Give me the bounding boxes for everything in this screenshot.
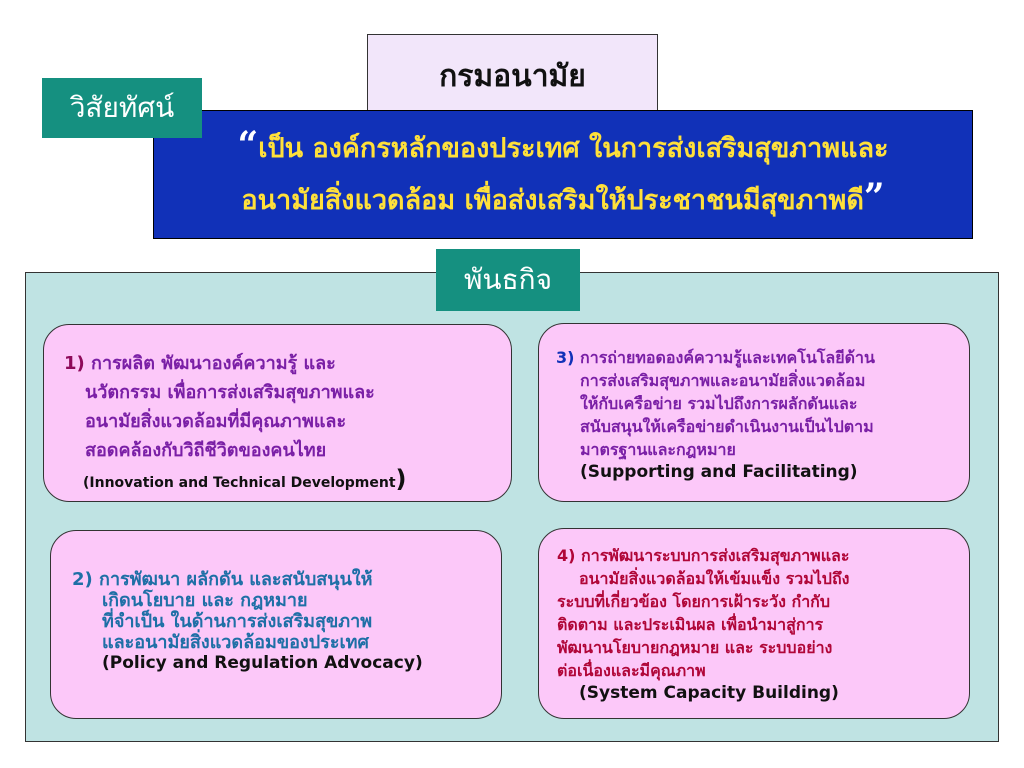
- vision-label: วิสัยทัศน์: [42, 78, 202, 138]
- vision-statement: “เป็น องค์กรหลักของประเทศ ในการส่งเสริมส…: [153, 110, 973, 239]
- open-quote: “: [237, 124, 259, 166]
- card-2-text-2: เกิดนโยบาย และ กฎหมาย: [102, 590, 308, 611]
- card-3-text-1: การถ่ายทอดองค์ความรู้และเทคโนโลยีด้าน: [580, 348, 875, 367]
- vision-text-2: องค์กรหลักของประเทศ: [312, 133, 580, 164]
- title-box: กรมอนามัย: [367, 34, 658, 114]
- card-1-text-2: นวัตกรรม เพื่อการส่งเสริมสุขภาพและ: [85, 382, 375, 403]
- card-3-text-2: การส่งเสริมสุขภาพและอนามัยสิ่งแวดล้อม: [580, 371, 866, 390]
- card-4-text-1: การพัฒนาระบบการส่งเสริมสุขภาพและ: [581, 546, 850, 565]
- card-1-text-1: การผลิต พัฒนาองค์ความรู้ และ: [91, 353, 336, 374]
- card-3-text-4: สนับสนุนให้เครือข่ายดำเนินงานเป็นไปตาม: [580, 417, 874, 436]
- card-2-line-1: 2) การพัฒนา ผลักดัน และสนับสนุนให้: [72, 569, 501, 590]
- vision-text-3: ในการส่งเสริมสุขภาพและ: [579, 133, 889, 164]
- card-3-english: (Supporting and Facilitating): [580, 462, 858, 482]
- card-2-text-3: ที่จำเป็น ในด้านการส่งเสริมสุขภาพ: [102, 611, 373, 632]
- card-4-text-3: ระบบที่เกี่ยวข้อง โดยการเฝ้าระวัง กำกับ: [557, 592, 831, 611]
- card-4-line-1: 4) การพัฒนาระบบการส่งเสริมสุขภาพและ: [557, 544, 969, 567]
- card-2-english: (Policy and Regulation Advocacy): [102, 653, 423, 673]
- card-3-text-3: ให้กับเครือข่าย รวมไปถึงการผลักดันและ: [580, 394, 858, 413]
- vision-text-4: อนามัยสิ่งแวดล้อม เพื่อส่งเสริมให้ประชาช…: [241, 185, 864, 216]
- mission-card-2: 2) การพัฒนา ผลักดัน และสนับสนุนให้ เกิดน…: [50, 530, 502, 719]
- vision-line-2: อนามัยสิ่งแวดล้อม เพื่อส่งเสริมให้ประชาช…: [154, 173, 972, 225]
- mission-card-4: 4) การพัฒนาระบบการส่งเสริมสุขภาพและ อนาม…: [538, 528, 970, 719]
- mission-card-3: 3) การถ่ายทอดองค์ความรู้และเทคโนโลยีด้าน…: [538, 323, 970, 502]
- vision-line-1: “เป็น องค์กรหลักของประเทศ ในการส่งเสริมส…: [154, 121, 972, 173]
- card-1-english-close: ): [395, 465, 407, 493]
- card-1-text-4: สอดคล้องกับวิถีชีวิตของคนไทย: [85, 440, 327, 461]
- page-title: กรมอนามัย: [439, 59, 586, 94]
- card-4-text-5: พัฒนานโยบายกฎหมาย และ ระบบอย่าง: [557, 638, 833, 657]
- vision-text-1: เป็น: [258, 133, 313, 164]
- card-3-number: 3): [556, 348, 575, 367]
- card-2-number: 2): [72, 569, 93, 590]
- card-4-text-2: อนามัยสิ่งแวดล้อมให้เข้มแข็ง รวมไปถึง: [579, 569, 850, 588]
- close-quote: ”: [863, 176, 885, 218]
- card-3-text-5: มาตรฐานและกฎหมาย: [580, 440, 736, 459]
- mission-card-1: 1) การผลิต พัฒนาองค์ความรู้ และ นวัตกรรม…: [43, 324, 512, 502]
- mission-label: พันธกิจ: [436, 249, 580, 311]
- card-3-line-1: 3) การถ่ายทอดองค์ความรู้และเทคโนโลยีด้าน: [556, 346, 969, 369]
- card-1-english: (Innovation and Technical Development): [64, 465, 511, 498]
- card-1-english-text: (Innovation and Technical Development: [83, 475, 396, 491]
- card-2-text-4: และอนามัยสิ่งแวดล้อมของประเทศ: [102, 632, 369, 653]
- card-2-text-1: การพัฒนา ผลักดัน และสนับสนุนให้: [99, 569, 373, 590]
- card-4-number: 4): [557, 546, 576, 565]
- card-1-text-3: อนามัยสิ่งแวดล้อมที่มีคุณภาพและ: [85, 411, 347, 432]
- card-4-text-6: ต่อเนื่องและมีคุณภาพ: [557, 661, 706, 680]
- card-4-text-4: ติดตาม และประเมินผล เพื่อนำมาสู่การ: [557, 615, 824, 634]
- card-1-number: 1): [64, 353, 85, 374]
- card-1-line-1: 1) การผลิต พัฒนาองค์ความรู้ และ: [64, 349, 511, 378]
- card-4-english: (System Capacity Building): [579, 683, 839, 703]
